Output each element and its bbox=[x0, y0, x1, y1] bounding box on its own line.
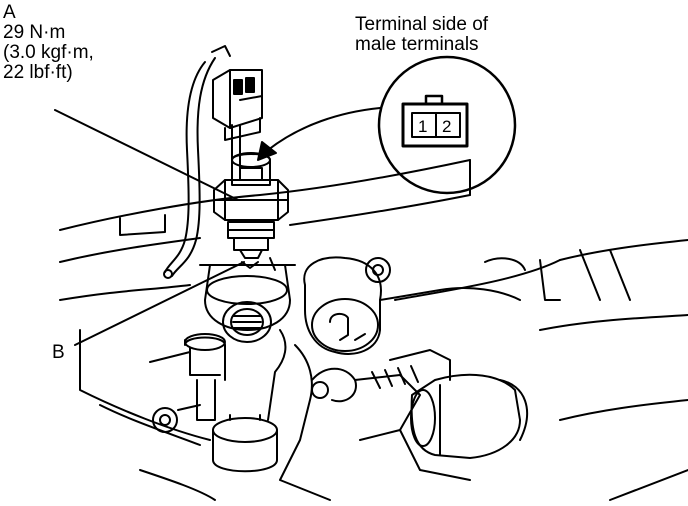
lower-pipe bbox=[152, 333, 226, 433]
harness-connector bbox=[212, 69, 263, 141]
oil-pressure-switch bbox=[213, 152, 289, 269]
wire-harness bbox=[163, 45, 241, 279]
terminal-title-line2: male terminals bbox=[355, 34, 479, 55]
casting-bracket bbox=[267, 329, 471, 501]
right-fitting bbox=[303, 256, 521, 355]
torque-kgf: (3.0 kgf·m, bbox=[3, 42, 94, 63]
terminal-title-line1: Terminal side of bbox=[355, 14, 489, 35]
solenoid-valve bbox=[410, 373, 529, 459]
lower-cylinder bbox=[212, 414, 278, 473]
leader-line-a bbox=[54, 109, 239, 201]
torque-lbf: 22 lbf·ft) bbox=[3, 62, 73, 83]
torque-nm: 29 N·m bbox=[3, 22, 66, 43]
callout-a: A 29 N·m (3.0 kgf·m, 22 lbf·ft) bbox=[3, 3, 94, 83]
terminal-inset-circle bbox=[377, 55, 517, 195]
callout-b-letter: B bbox=[52, 342, 65, 363]
arrow-to-inset bbox=[257, 107, 381, 161]
leader-line-b bbox=[74, 261, 245, 346]
terminal-view-title: Terminal side of male terminals bbox=[355, 15, 488, 55]
engine-block-outline bbox=[59, 159, 688, 501]
threaded-bore bbox=[199, 257, 296, 343]
connector-latch bbox=[424, 94, 444, 106]
callout-a-letter: A bbox=[3, 2, 16, 23]
